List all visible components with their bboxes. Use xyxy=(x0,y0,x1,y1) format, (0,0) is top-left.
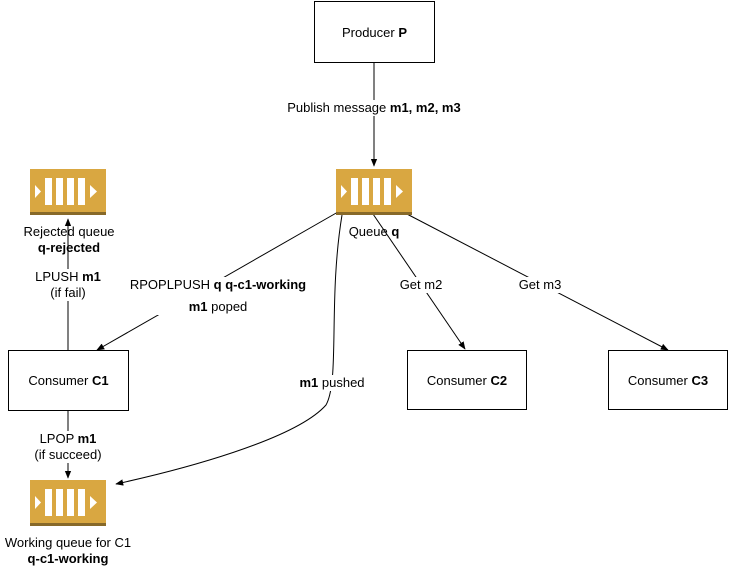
get-m3-edge-text: Get m3 xyxy=(518,277,562,292)
working-queue-label: Working queue for C1 q-c1-working xyxy=(0,535,136,567)
working-queue-icon xyxy=(30,480,106,526)
producer-label: Producer xyxy=(341,24,399,40)
pushed-edge-label: m1 pushed xyxy=(290,375,374,391)
consumer-c3-id: C3 xyxy=(691,372,709,388)
rpoplpush-edge-label: RPOPLPUSH q q-c1-working m1 poped xyxy=(118,277,318,315)
lpush-edge-message: m1 xyxy=(82,269,101,284)
producer-id: P xyxy=(398,24,408,40)
lpush-edge-label: LPUSH m1 (if fail) xyxy=(26,269,110,301)
consumer-c1-node[interactable]: Consumer C1 xyxy=(8,350,129,411)
pushed-edge-message: m1 xyxy=(299,375,319,390)
publish-edge-messages: m1, m2, m3 xyxy=(389,100,461,115)
pushed-edge-text: pushed xyxy=(318,375,365,390)
consumer-c2-id: C2 xyxy=(490,372,508,388)
lpush-edge-condition: (if fail) xyxy=(50,285,86,300)
lpop-edge-command: LPOP xyxy=(39,431,78,446)
get-m2-edge-label: Get m2 xyxy=(394,277,448,293)
consumer-c3-label: Consumer xyxy=(627,372,692,388)
lpush-edge-command: LPUSH xyxy=(35,269,83,284)
lpop-edge-label: LPOP m1 (if succeed) xyxy=(20,431,116,463)
consumer-c2-node[interactable]: Consumer C2 xyxy=(407,350,527,410)
rpoplpush-edge-args: q q-c1-working xyxy=(213,277,307,292)
producer-node[interactable]: Producer P xyxy=(314,1,435,63)
rejected-queue-label: Rejected queue q-rejected xyxy=(8,224,130,256)
get-m3-edge-label: Get m3 xyxy=(513,277,567,293)
main-queue-icon xyxy=(336,169,412,215)
edge-queue-to-working-queue xyxy=(115,214,343,486)
consumer-c1-label: Consumer xyxy=(28,373,92,388)
rpoplpush-edge-status: poped xyxy=(207,299,248,314)
rpoplpush-edge-message: m1 xyxy=(188,299,208,314)
consumer-c2-label: Consumer xyxy=(426,372,491,388)
rpoplpush-edge-command: RPOPLPUSH xyxy=(129,277,214,292)
get-m2-edge-text: Get m2 xyxy=(399,277,443,292)
consumer-c1-id: C1 xyxy=(91,373,109,388)
rejected-queue-name: q-rejected xyxy=(37,240,101,255)
publish-edge-label: Publish message m1, m2, m3 xyxy=(276,100,472,116)
main-queue-label-text: Queue xyxy=(348,224,392,239)
working-queue-label-text: Working queue for C1 xyxy=(4,535,132,550)
lpop-edge-message: m1 xyxy=(77,431,97,446)
publish-edge-text: Publish message xyxy=(287,100,390,115)
consumer-c3-node[interactable]: Consumer C3 xyxy=(608,350,728,410)
rejected-queue-label-text: Rejected queue xyxy=(23,224,115,239)
rejected-queue-icon xyxy=(30,169,106,215)
main-queue-label: Queue q xyxy=(324,224,424,240)
lpop-edge-condition: (if succeed) xyxy=(34,447,102,462)
working-queue-name: q-c1-working xyxy=(27,551,109,566)
main-queue-name: q xyxy=(391,224,400,239)
